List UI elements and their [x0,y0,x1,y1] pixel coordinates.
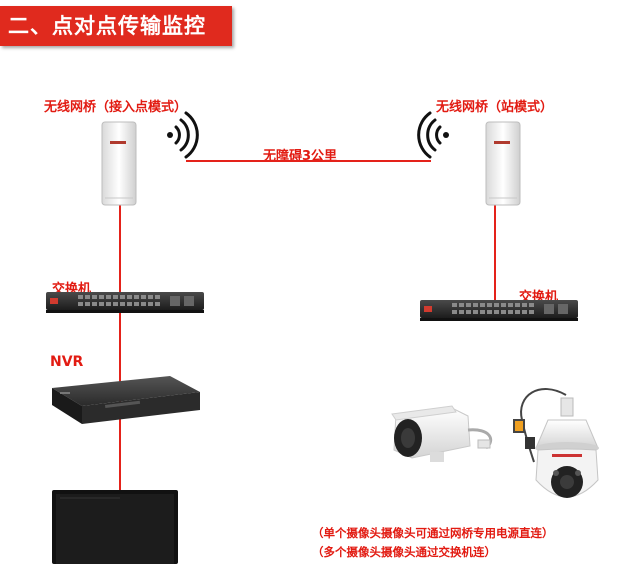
wireless-link-line [186,160,431,162]
right-cable-line [494,205,496,300]
left-bridge-label: 无线网桥（接入点模式） [44,100,188,115]
left-switch [46,292,204,313]
left-cable-line [119,205,121,490]
monitor-device [52,490,178,564]
right-switch [420,300,578,321]
title-banner: 二、点对点传输监控 [0,6,232,46]
page-title: 二、点对点传输监控 [8,14,206,38]
right-bridge-label: 无线网桥（站模式） [436,100,554,115]
bullet-camera [391,405,492,462]
ptz-dome-camera [535,397,599,498]
left-signal-icon [167,111,199,159]
right-signal-icon [417,111,449,159]
camera-cable [513,388,567,463]
nvr-label: NVR [50,354,84,370]
left-wireless-bridge [101,121,137,206]
nvr-device [52,376,200,424]
right-wireless-bridge [485,121,521,206]
note-multi-camera: （多个摄像头摄像头通过交换机连） [312,545,496,559]
note-single-camera: （单个摄像头摄像头可通过网桥专用电源直连） [312,526,554,540]
